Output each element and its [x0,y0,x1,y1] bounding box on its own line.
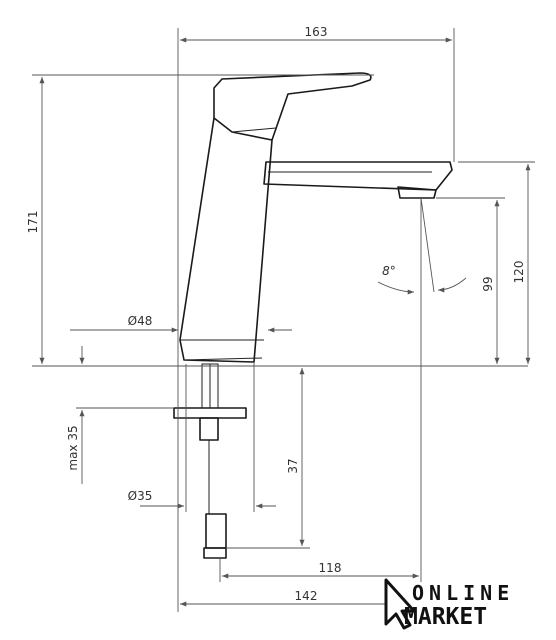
spout [263,161,453,191]
aerator [397,186,437,199]
hose-fitting [205,513,227,549]
dimension-labels: 163 171 120 99 8° Ø48 max 35 Ø35 37 118 … [26,25,526,603]
dim-reach-142: 142 [295,589,318,603]
lever-handle [213,72,372,141]
logo-line2: MARKET [404,604,487,630]
mount-nut [199,417,219,441]
logo-line1: ONLINE [412,581,514,605]
hose-nut [203,547,227,559]
dimension-lines [32,28,535,612]
dim-width-top: 163 [305,25,328,39]
dim-thread-length: 37 [286,458,300,473]
faucet-body [179,117,273,363]
dim-deck-thickness: max 35 [66,425,80,470]
mounting-hardware [173,363,247,559]
dim-height-total: 171 [26,211,40,234]
online-market-logo: ONLINE MARKET [384,578,514,630]
dim-reach-118: 118 [319,561,342,575]
cursor-icon [384,578,416,630]
faucet-outline [179,72,453,363]
dim-spout-outlet-height: 99 [481,276,495,291]
dim-body-diameter: Ø48 [128,314,153,328]
dim-spout-height: 120 [512,261,526,284]
dim-mount-diameter: Ø35 [128,489,153,503]
dim-angle: 8° [382,264,396,278]
mounting-washer [173,407,247,419]
